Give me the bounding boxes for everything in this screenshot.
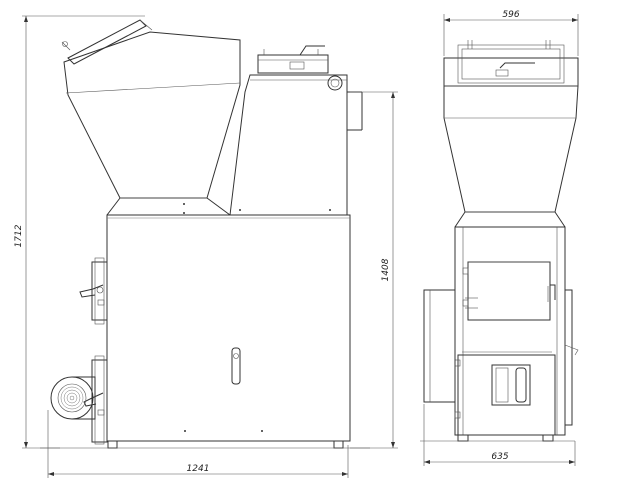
side-hopper <box>63 31 241 199</box>
side-upper-door <box>91 261 108 321</box>
side-view: 1241 1712 1408 <box>14 15 398 478</box>
side-foot <box>107 440 118 449</box>
dim-side-body-height: 1408 <box>381 258 391 281</box>
side-inspection-port <box>327 75 343 91</box>
side-burner-housing <box>229 74 348 216</box>
front-lower-door <box>457 354 556 436</box>
front-burner-port <box>491 364 531 406</box>
front-body <box>454 226 566 436</box>
side-center-lock <box>231 347 241 385</box>
dim-side-width: 1241 <box>187 464 210 474</box>
dim-front-top-width: 596 <box>502 10 519 20</box>
front-view: 596 635 <box>420 10 579 466</box>
side-hopper-neck <box>106 197 231 216</box>
side-lower-door-handle <box>83 392 104 407</box>
dim-side-height: 1712 <box>14 224 24 247</box>
front-top-lid <box>443 57 579 87</box>
side-hopper-lid <box>67 19 147 65</box>
dim-front-bottom-width: 635 <box>491 452 508 462</box>
side-lower-door <box>91 359 108 443</box>
side-fan <box>50 376 94 420</box>
front-foot <box>457 434 469 442</box>
side-top-lid <box>257 54 329 74</box>
side-body <box>106 214 351 442</box>
front-upper-door <box>467 261 551 321</box>
side-upper-door-handle <box>79 284 104 298</box>
front-hopper <box>443 85 579 213</box>
side-foot <box>333 440 344 449</box>
front-foot <box>542 434 554 442</box>
front-fan-housing <box>423 289 456 403</box>
